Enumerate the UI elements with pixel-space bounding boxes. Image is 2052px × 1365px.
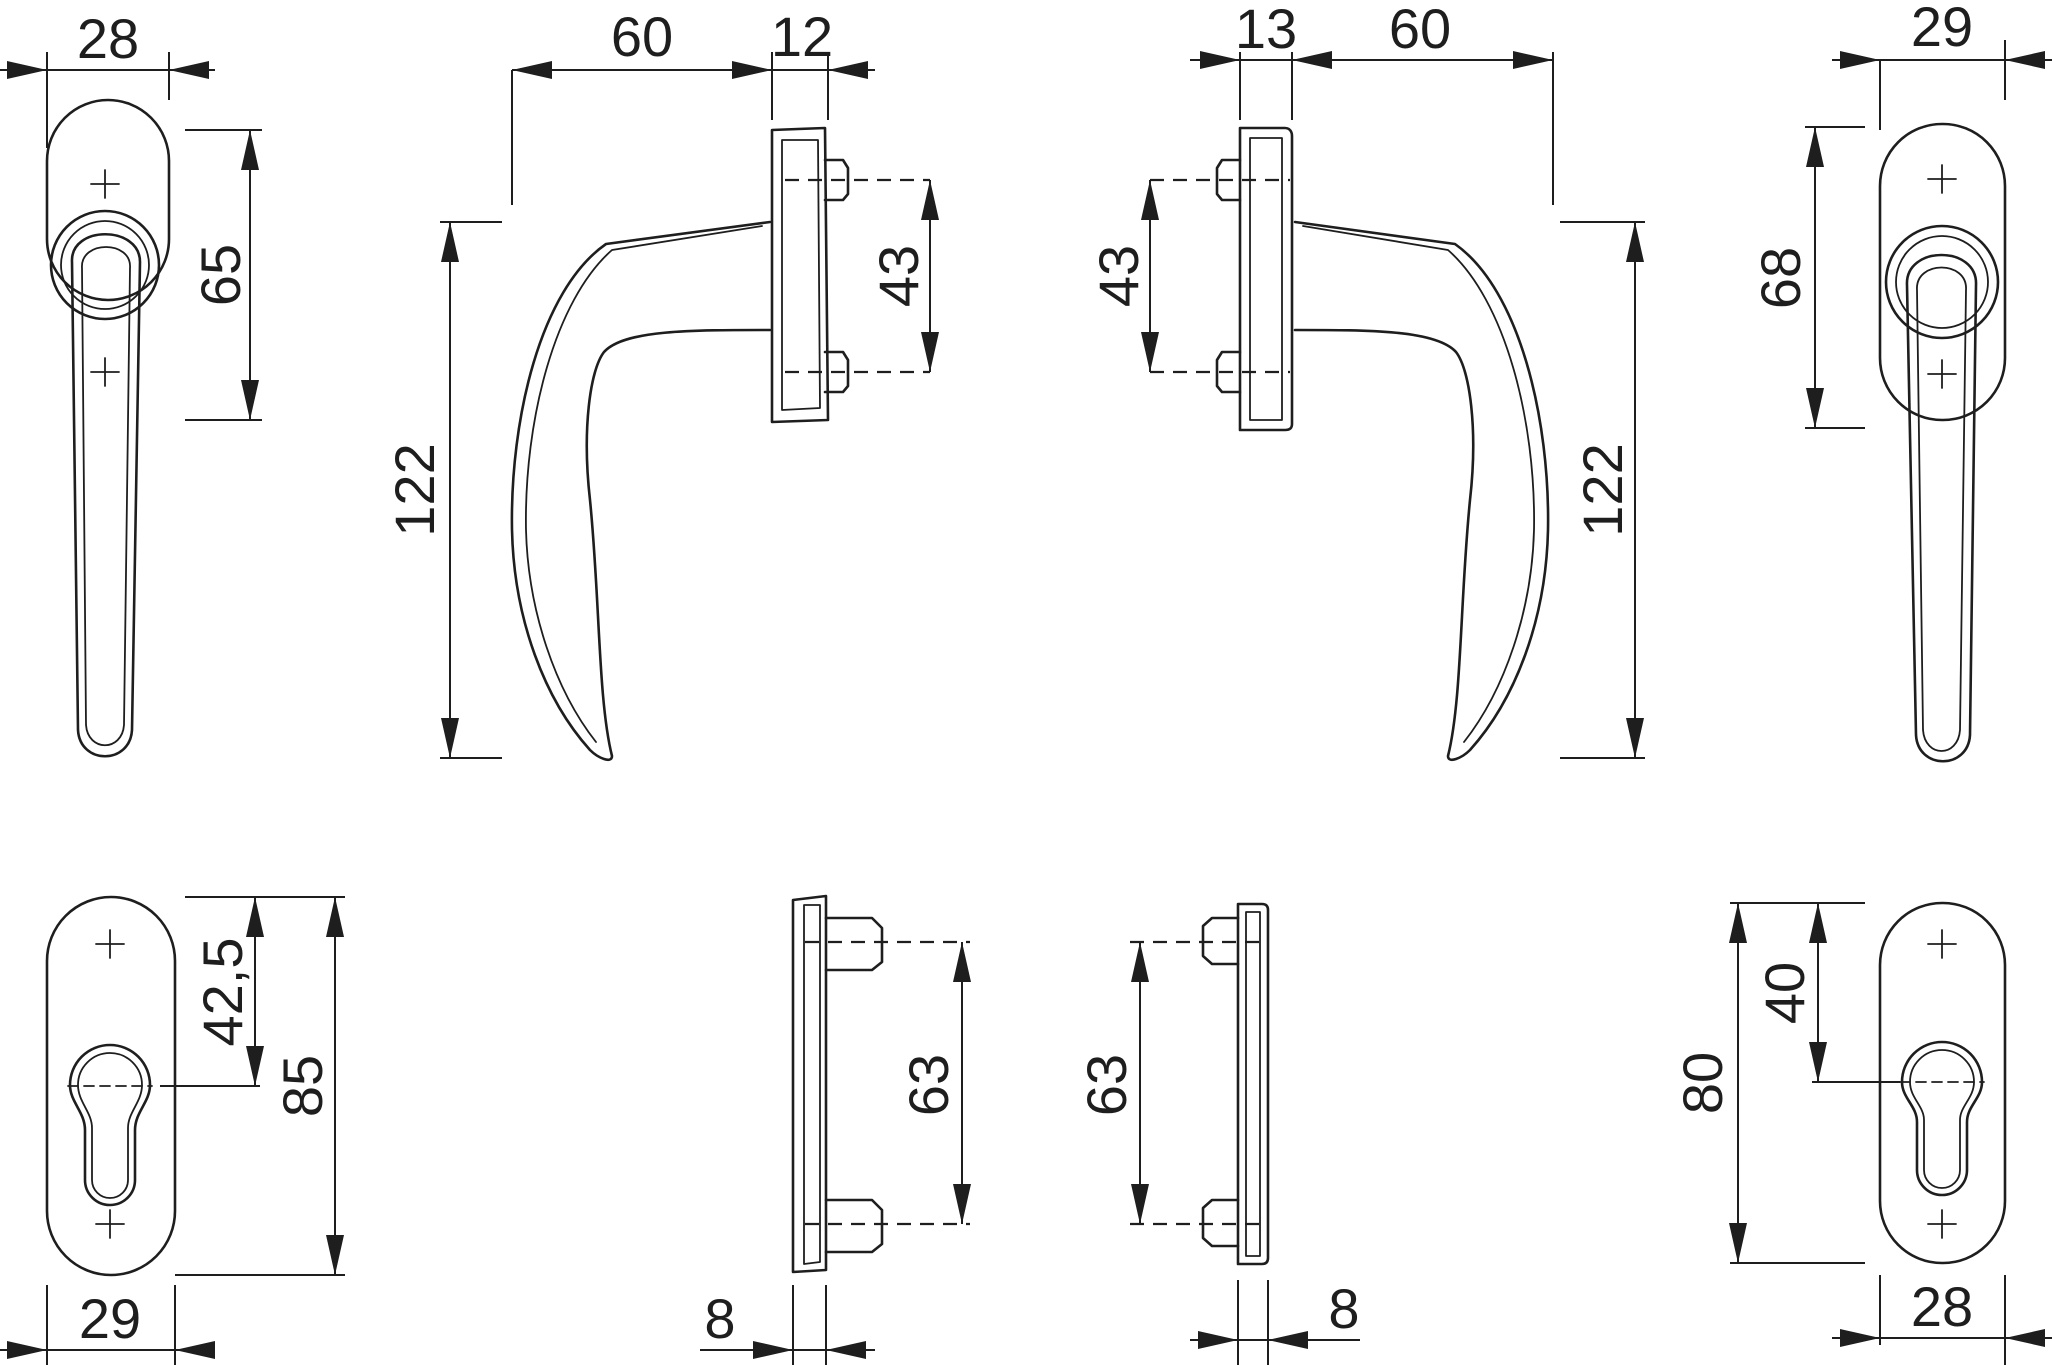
dimension-plate-right-height: 80 [1671, 902, 1865, 1264]
dim-label-height: 122 [1571, 443, 1634, 536]
dimension-plate-right-cylinder-offset: 40 [1753, 903, 1900, 1083]
dim-label-width: 29 [1911, 0, 1973, 58]
dimension-side-right-height: 122 [1560, 221, 1645, 759]
dim-label-height: 122 [383, 443, 446, 536]
dimension-side-left-screw-spacing: 43 [867, 180, 939, 372]
dimension-plate-side-left-screw-spacing: 63 [897, 942, 971, 1224]
dim-label-width: 28 [77, 7, 139, 70]
dim-label-screw-spacing: 63 [897, 1054, 960, 1116]
cylinder-plate-front-left [45, 895, 177, 1277]
dimension-side-left-projection: 60 [511, 5, 773, 205]
handle-front-view-left [45, 98, 171, 758]
plate-side-view-left [791, 894, 970, 1274]
dimension-front-right-width: 29 [1832, 0, 2052, 130]
dimension-plate-left-cylinder-offset: 42,5 [160, 897, 264, 1087]
dim-label-width: 29 [79, 1287, 141, 1350]
dimension-side-left-rose-depth: 12 [771, 5, 875, 120]
dimension-plate-right-width: 28 [1832, 1275, 2052, 1365]
dim-label-projection: 60 [1389, 0, 1451, 60]
screws-side-right [1150, 158, 1290, 394]
handle-front-view-right [1878, 122, 2007, 763]
dim-label-cylinder-offset: 40 [1753, 962, 1816, 1024]
dim-label-screw-spacing: 43 [1087, 245, 1150, 307]
dimension-plate-side-right-screw-spacing: 63 [1075, 942, 1149, 1224]
plate-side-view-right [1130, 902, 1270, 1266]
dimension-plate-side-right-thickness: 8 [1190, 1277, 1360, 1365]
dim-label-cylinder-offset: 42,5 [191, 938, 254, 1047]
dimension-side-right-screw-spacing: 43 [1087, 180, 1159, 372]
dimension-side-right-rose-depth: 13 [1190, 0, 1297, 120]
dim-label-rose-depth: 12 [771, 5, 833, 68]
dim-label-thickness: 8 [704, 1287, 735, 1350]
dim-label-screw-spacing: 63 [1075, 1054, 1138, 1116]
handle-side-view-right [1238, 126, 1550, 762]
dim-label-projection: 60 [611, 5, 673, 68]
dimension-plate-left-width: 29 [0, 1285, 215, 1365]
dim-label-height: 85 [271, 1055, 334, 1117]
dimension-plate-left-height: 85 [175, 896, 345, 1276]
dimension-front-left-width: 28 [0, 7, 215, 148]
dim-label-width: 28 [1911, 1275, 1973, 1338]
handle-side-view-left [510, 126, 830, 762]
dim-label-thickness: 8 [1328, 1277, 1359, 1340]
screws-side-left [785, 158, 930, 394]
dimension-side-left-height: 122 [383, 221, 502, 759]
dimension-side-right-projection: 60 [1292, 0, 1554, 205]
dimension-plate-side-left-thickness: 8 [700, 1285, 875, 1365]
dim-label-rose-depth: 13 [1235, 0, 1297, 60]
dim-label-height: 80 [1671, 1052, 1734, 1114]
dim-label-screw-spacing: 43 [867, 245, 930, 307]
dimension-front-right-height: 68 [1749, 126, 1865, 429]
dim-label-height: 68 [1749, 247, 1812, 309]
dimension-front-left-height: 65 [185, 129, 262, 421]
dim-label-height: 65 [189, 244, 252, 306]
